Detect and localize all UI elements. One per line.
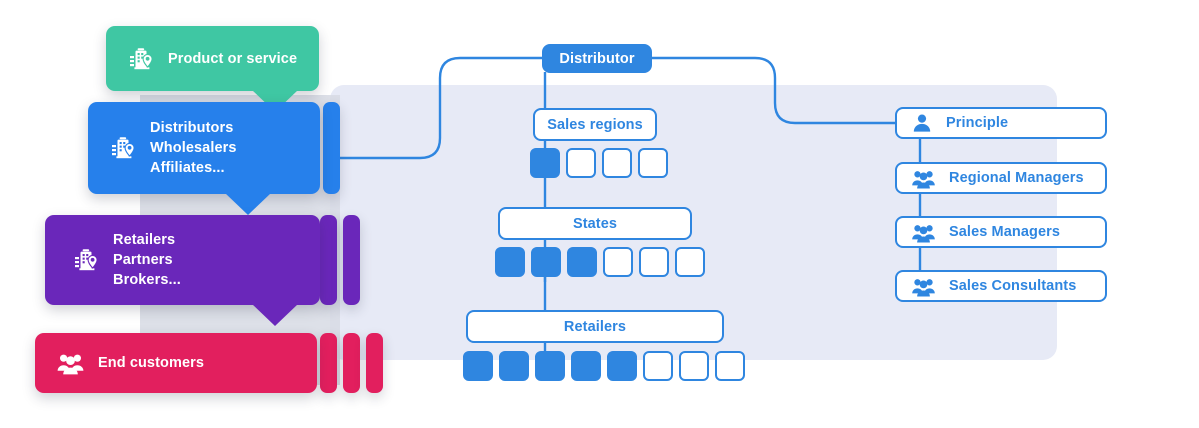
node-sales-regions[interactable]: Sales regions <box>533 108 657 141</box>
channel-bar-end-customers-1 <box>320 333 337 393</box>
node-label: Sales regions <box>547 116 643 133</box>
square-cell[interactable] <box>638 148 668 178</box>
role-node-regional-managers[interactable]: Regional Managers <box>895 162 1107 194</box>
people-group-icon <box>57 351 84 375</box>
people-group-icon <box>911 168 936 189</box>
node-label: Distributor <box>559 50 635 67</box>
square-cell[interactable] <box>643 351 673 381</box>
channel-bar-retailers-1 <box>320 215 337 305</box>
node-label: States <box>572 215 618 232</box>
channel-bar-retailers-2 <box>343 215 360 305</box>
channel-tail-distributors <box>225 193 271 215</box>
building-location-icon <box>110 135 136 161</box>
square-cell[interactable] <box>530 148 560 178</box>
square-cell[interactable] <box>602 148 632 178</box>
person-icon <box>911 113 933 133</box>
role-label: Sales Managers <box>949 224 1061 240</box>
squares-row-states <box>495 247 705 277</box>
channel-bar-end-customers-2 <box>343 333 360 393</box>
building-location-icon <box>73 247 99 273</box>
square-cell[interactable] <box>567 247 597 277</box>
building-location-icon <box>128 46 154 72</box>
square-cell[interactable] <box>495 247 525 277</box>
square-cell[interactable] <box>607 351 637 381</box>
people-group-icon <box>911 276 936 297</box>
square-cell[interactable] <box>531 247 561 277</box>
squares-row-retailers <box>463 351 745 381</box>
people-group-icon <box>911 222 936 243</box>
channel-panel-product-or-service[interactable]: Product or service <box>106 26 319 91</box>
channel-panel-distributors[interactable]: Distributors Wholesalers Affiliates... <box>88 102 320 194</box>
squares-row-sales-regions <box>530 148 668 178</box>
channel-bar-end-customers-3 <box>366 333 383 393</box>
channel-bar-distributors-1 <box>323 102 340 194</box>
role-label: Principle <box>946 115 1009 131</box>
square-cell[interactable] <box>463 351 493 381</box>
square-cell[interactable] <box>603 247 633 277</box>
node-states[interactable]: States <box>498 207 692 240</box>
node-label: Retailers <box>563 318 627 335</box>
channel-tail-retailers <box>252 304 298 326</box>
square-cell[interactable] <box>679 351 709 381</box>
square-cell[interactable] <box>566 148 596 178</box>
channel-panel-label: End customers <box>98 355 205 371</box>
channel-panel-label: Product or service <box>168 50 298 67</box>
role-label: Regional Managers <box>949 170 1084 186</box>
channel-panel-end-customers[interactable]: End customers <box>35 333 317 393</box>
role-node-principle[interactable]: Principle <box>895 107 1107 139</box>
square-cell[interactable] <box>675 247 705 277</box>
channel-panel-retailers[interactable]: Retailers Partners Brokers... <box>45 215 320 305</box>
square-cell[interactable] <box>499 351 529 381</box>
square-cell[interactable] <box>535 351 565 381</box>
channel-panel-label: Distributors Wholesalers Affiliates... <box>150 120 237 176</box>
role-label: Sales Consultants <box>949 278 1077 294</box>
square-cell[interactable] <box>639 247 669 277</box>
node-distributor[interactable]: Distributor <box>542 44 652 73</box>
node-retailers[interactable]: Retailers <box>466 310 724 343</box>
role-node-sales-consultants[interactable]: Sales Consultants <box>895 270 1107 302</box>
square-cell[interactable] <box>715 351 745 381</box>
channel-panel-label: Retailers Partners Brokers... <box>113 232 181 288</box>
role-node-sales-managers[interactable]: Sales Managers <box>895 216 1107 248</box>
square-cell[interactable] <box>571 351 601 381</box>
